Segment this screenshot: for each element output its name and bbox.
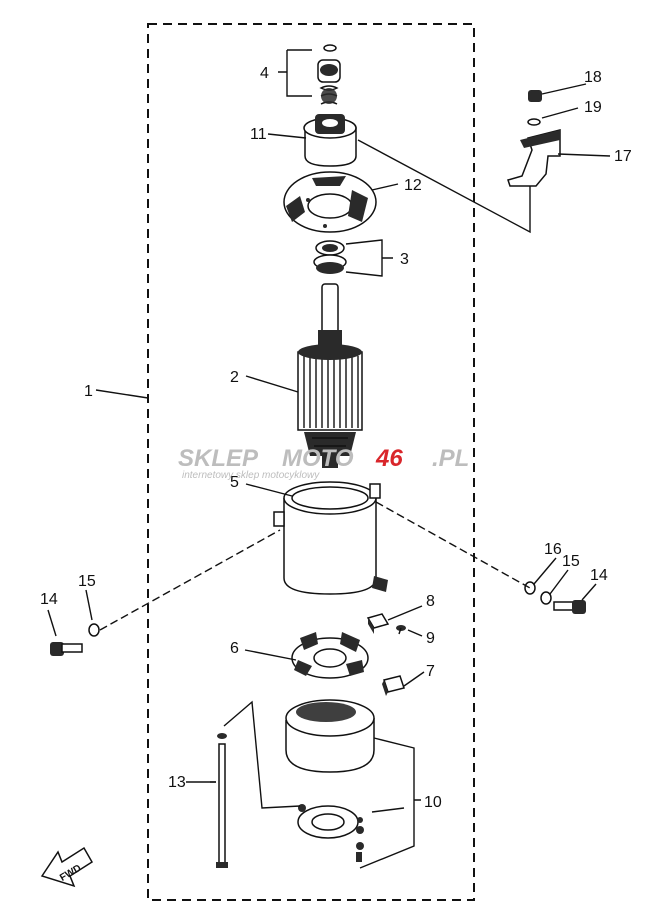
part-7-brush bbox=[382, 675, 405, 696]
label-11: 11 bbox=[250, 126, 267, 143]
assembly-boundary bbox=[147, 23, 475, 901]
part-2-armature bbox=[297, 283, 363, 468]
part-16-washer-right bbox=[524, 581, 536, 595]
part-13-through-bolt bbox=[216, 733, 228, 868]
label-19: 19 bbox=[584, 99, 602, 116]
part-3-washers bbox=[313, 240, 347, 274]
label-12: 12 bbox=[404, 177, 422, 194]
label-10: 10 bbox=[424, 794, 442, 811]
part-11-front-cover bbox=[303, 114, 357, 167]
part-12-end-plate bbox=[283, 171, 377, 233]
part-5-yoke bbox=[273, 481, 388, 595]
fwd-arrow-icon: FWD bbox=[40, 846, 94, 888]
part-15-washer-right bbox=[540, 591, 552, 605]
label-7: 7 bbox=[426, 663, 435, 680]
label-6: 6 bbox=[230, 640, 239, 657]
part-14-bolt-right bbox=[553, 600, 586, 614]
label-16: 16 bbox=[544, 541, 562, 558]
label-14-left: 14 bbox=[40, 591, 58, 608]
part-15-washer-left bbox=[88, 623, 100, 637]
watermark-brand-red: 46 bbox=[375, 445, 403, 472]
part-9-screw bbox=[396, 625, 406, 635]
label-1: 1 bbox=[84, 383, 93, 400]
label-14-right: 14 bbox=[590, 567, 608, 584]
part-8-brush bbox=[366, 613, 390, 634]
label-5: 5 bbox=[230, 474, 239, 491]
watermark-brand-b: MOTO bbox=[282, 445, 354, 472]
watermark-tagline: internetowy sklep motocyklowy bbox=[182, 470, 320, 481]
label-4: 4 bbox=[260, 65, 269, 82]
part-6-brush-holder bbox=[291, 632, 369, 679]
label-9: 9 bbox=[426, 630, 435, 647]
part-10-rear-cover bbox=[285, 699, 375, 862]
label-18: 18 bbox=[584, 69, 602, 86]
label-2: 2 bbox=[230, 369, 239, 386]
label-3: 3 bbox=[400, 251, 409, 268]
part-14-bolt-left bbox=[50, 642, 83, 656]
label-17: 17 bbox=[614, 148, 632, 165]
label-13: 13 bbox=[168, 774, 186, 791]
watermark-brand-c: .PL bbox=[432, 445, 469, 472]
part-19-washer bbox=[527, 118, 541, 126]
label-8: 8 bbox=[426, 593, 435, 610]
label-15-left: 15 bbox=[78, 573, 96, 590]
watermark: SKLEP MOTO 46 .PL internetowy sklep moto… bbox=[178, 445, 469, 481]
watermark-brand-a: SKLEP bbox=[178, 445, 259, 472]
part-17-bracket bbox=[507, 129, 561, 187]
label-15-right: 15 bbox=[562, 553, 580, 570]
part-18-bolt bbox=[528, 90, 542, 102]
part-4-bushing-set bbox=[317, 44, 341, 105]
